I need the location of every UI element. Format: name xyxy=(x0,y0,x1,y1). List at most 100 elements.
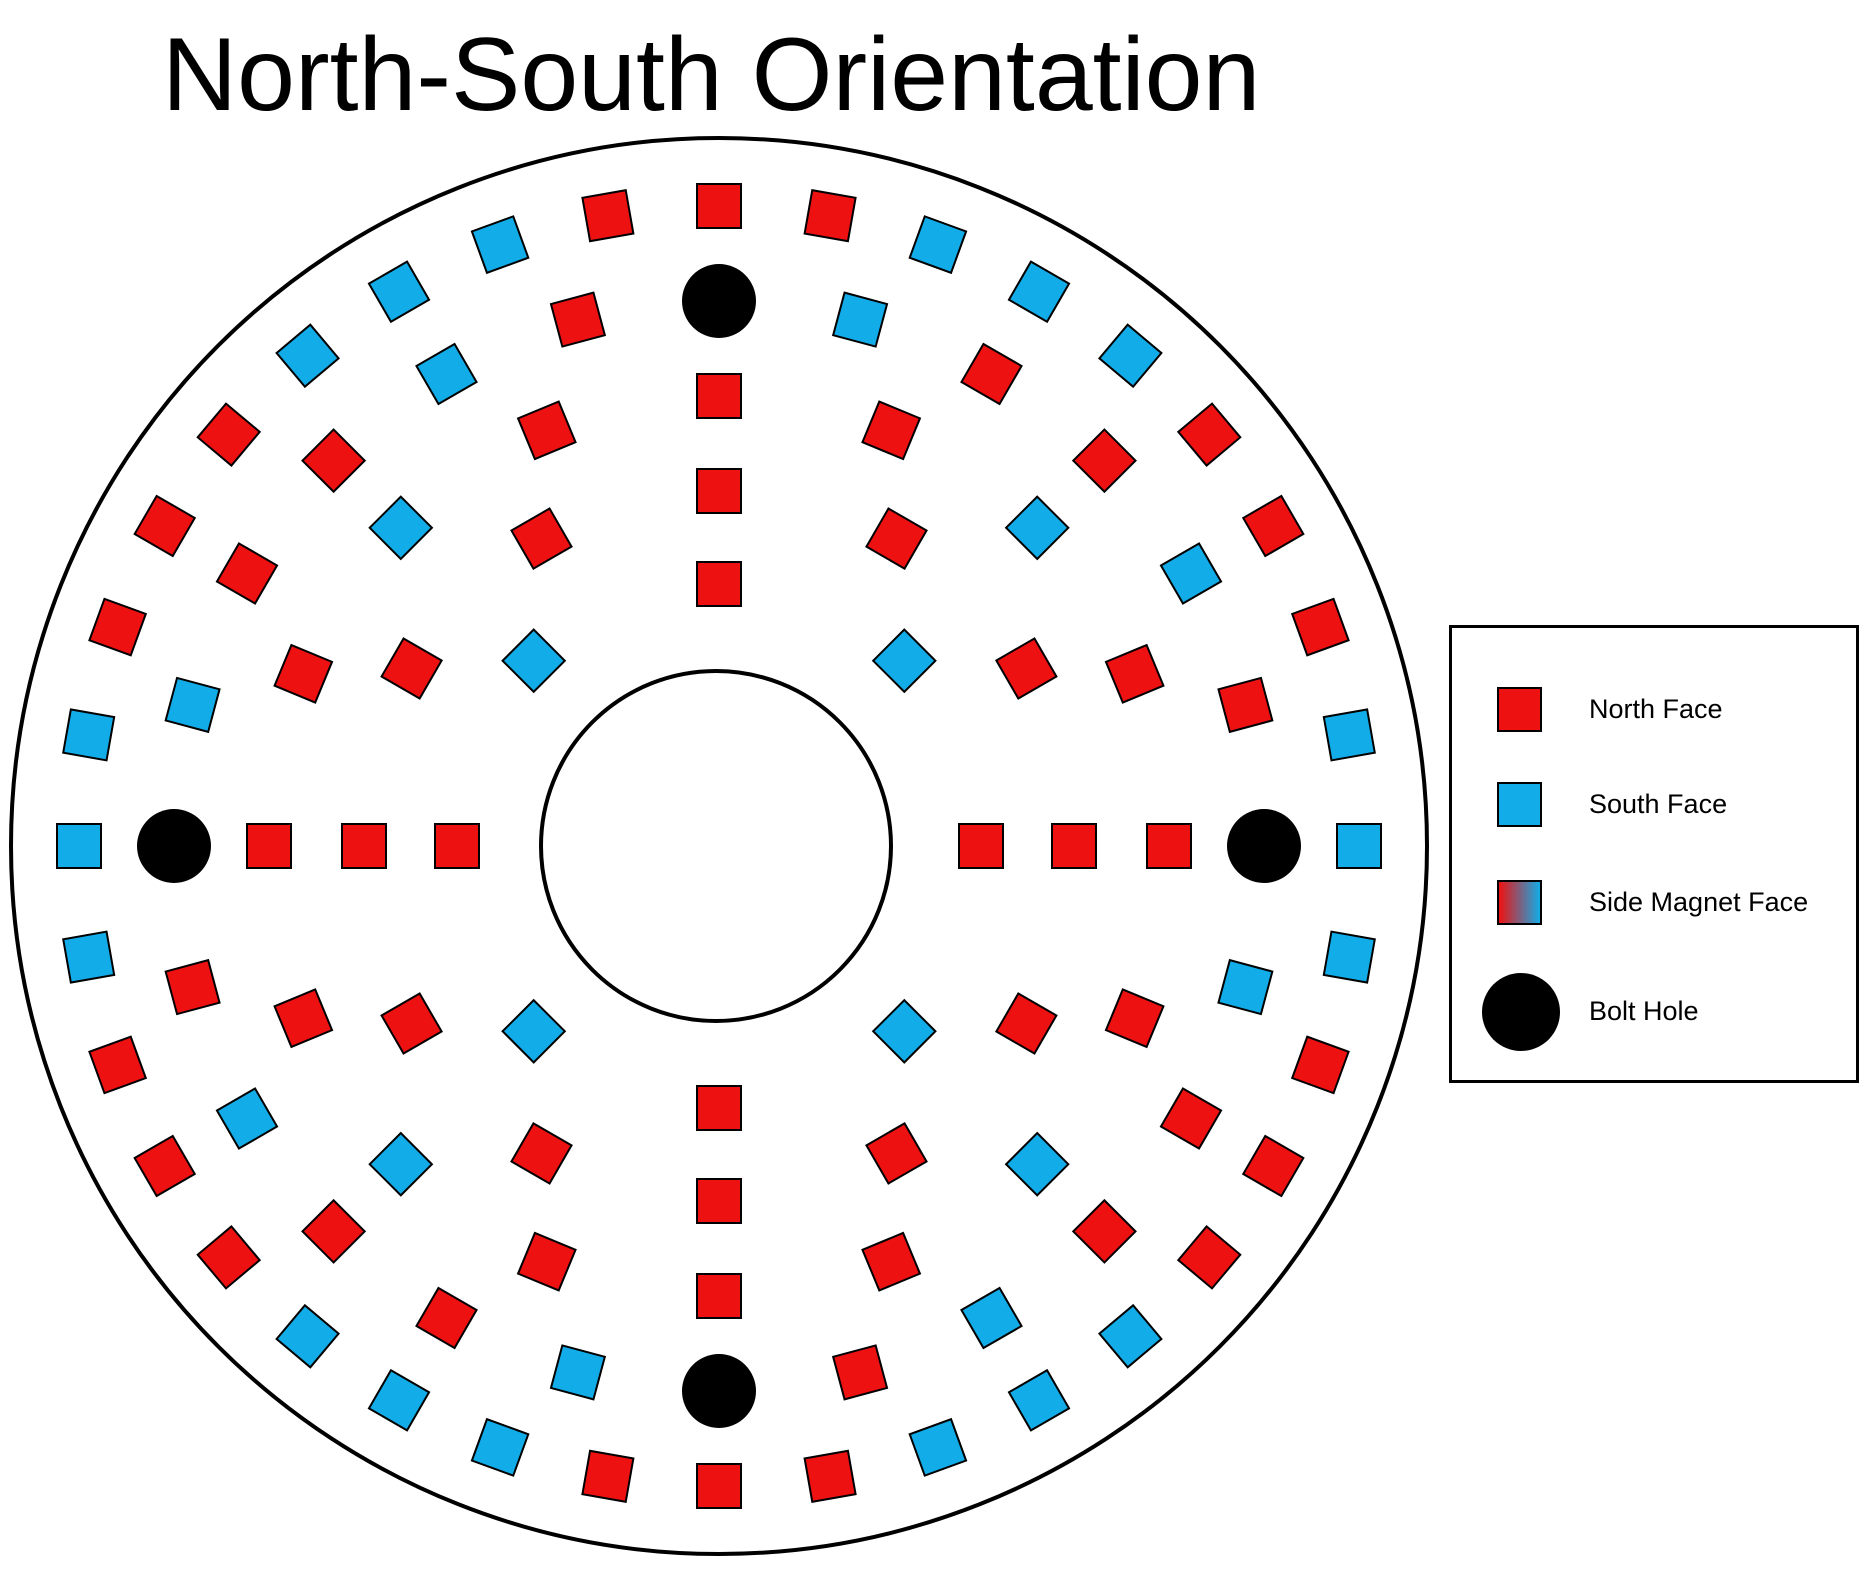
north-face-magnet xyxy=(803,189,857,243)
north-face-magnet xyxy=(380,992,444,1055)
north-face-magnet xyxy=(581,189,635,243)
legend-label: South Face xyxy=(1589,789,1728,819)
south-face-magnet xyxy=(275,323,341,389)
north-face-magnet xyxy=(1241,494,1305,558)
page-title: North-South Orientation xyxy=(162,17,1261,133)
north-face-magnet xyxy=(273,988,334,1049)
north-face-magnet xyxy=(696,561,742,607)
south-face-magnet xyxy=(908,215,968,275)
north-face-magnet xyxy=(1241,1134,1305,1198)
north-face-magnet xyxy=(1071,428,1137,494)
north-face-magnet xyxy=(301,428,367,494)
south-face-magnet xyxy=(908,1417,968,1477)
south-face-magnet xyxy=(367,1368,431,1432)
north-face-magnet xyxy=(88,1035,148,1095)
north-face-magnet xyxy=(1104,643,1165,704)
north-face-magnet xyxy=(1071,1198,1137,1264)
north-face-magnet xyxy=(581,1449,635,1503)
north-face-magnet xyxy=(516,1231,577,1292)
legend-item-side: Side Magnet Face xyxy=(1452,873,1856,953)
south-face-magnet xyxy=(470,1417,530,1477)
legend-item-south: South Face xyxy=(1452,775,1856,855)
legend-label: Side Magnet Face xyxy=(1589,887,1809,917)
north-face-magnet xyxy=(696,1085,742,1131)
north-face-magnet xyxy=(696,373,742,419)
south-face-magnet xyxy=(367,260,431,324)
south-face-magnet xyxy=(960,1286,1023,1350)
north-face-magnet xyxy=(1176,1224,1242,1290)
north-face-magnet xyxy=(510,507,573,571)
legend: North Face South Face Side Magnet Face B… xyxy=(1449,625,1859,1083)
side-magnet-face-swatch-icon xyxy=(1497,880,1542,925)
north-face-magnet xyxy=(273,643,334,704)
north-face-magnet xyxy=(803,1449,857,1503)
north-face-magnet xyxy=(1146,823,1192,869)
north-face-magnet xyxy=(696,468,742,514)
bolt-hole xyxy=(1227,809,1301,883)
south-face-magnet xyxy=(1159,542,1223,605)
south-face-magnet xyxy=(62,708,116,762)
north-face-magnet xyxy=(196,1224,262,1290)
south-face-magnet xyxy=(871,628,937,694)
north-face-magnet xyxy=(1159,1087,1223,1150)
north-face-magnet xyxy=(88,597,148,657)
legend-item-bolt: Bolt Hole xyxy=(1452,973,1856,1053)
north-face-magnet xyxy=(865,1121,928,1185)
north-face-magnet xyxy=(196,402,262,468)
north-face-magnet xyxy=(994,992,1058,1055)
north-face-magnet xyxy=(831,1344,889,1401)
north-face-magnet xyxy=(1290,597,1350,657)
south-face-magnet xyxy=(1004,1131,1070,1197)
south-face-magnet xyxy=(1217,958,1274,1016)
north-face-magnet xyxy=(696,1178,742,1224)
north-face-magnet xyxy=(415,1286,478,1350)
south-face-magnet xyxy=(501,998,567,1064)
south-face-magnet xyxy=(1004,495,1070,561)
north-face-magnet xyxy=(246,823,292,869)
south-face-magnet xyxy=(368,1131,434,1197)
south-face-magnet xyxy=(215,1087,279,1150)
north-face-magnet xyxy=(696,1463,742,1509)
north-face-magnet xyxy=(549,291,607,348)
north-face-magnet xyxy=(133,494,197,558)
north-face-magnet xyxy=(696,1273,742,1319)
north-face-magnet xyxy=(861,400,922,461)
south-face-magnet xyxy=(470,215,530,275)
south-face-magnet xyxy=(831,291,889,348)
south-face-magnet xyxy=(1007,1368,1071,1432)
north-face-magnet xyxy=(380,637,444,700)
north-face-magnet xyxy=(164,958,221,1016)
north-face-magnet xyxy=(1217,676,1274,734)
south-face-swatch-icon xyxy=(1497,782,1542,827)
north-face-magnet xyxy=(958,823,1004,869)
legend-label: Bolt Hole xyxy=(1589,996,1699,1026)
bolt-hole-group xyxy=(137,264,1301,1428)
north-face-magnet xyxy=(510,1121,573,1185)
north-face-magnet xyxy=(301,1198,367,1264)
south-face-magnet xyxy=(1097,1303,1163,1369)
north-face-magnet xyxy=(1176,402,1242,468)
north-face-magnet xyxy=(865,507,928,571)
south-face-magnet xyxy=(415,342,478,406)
legend-label: North Face xyxy=(1589,694,1723,724)
south-face-magnet xyxy=(501,628,567,694)
south-face-magnet xyxy=(549,1344,607,1401)
south-face-magnet xyxy=(1097,323,1163,389)
north-face-magnet xyxy=(1051,823,1097,869)
north-face-magnet xyxy=(960,342,1023,406)
south-face-magnet xyxy=(1007,260,1071,324)
bolt-hole-swatch-icon xyxy=(1482,973,1560,1051)
north-face-magnet xyxy=(1290,1035,1350,1095)
south-face-magnet xyxy=(56,823,102,869)
north-face-magnet xyxy=(133,1134,197,1198)
north-face-swatch-icon xyxy=(1497,687,1542,732)
south-face-magnet xyxy=(1322,930,1376,984)
north-face-magnet xyxy=(434,823,480,869)
north-face-magnet xyxy=(696,183,742,229)
magnet-layout-diagram xyxy=(9,136,1429,1556)
north-face-magnet xyxy=(1104,988,1165,1049)
legend-item-north: North Face xyxy=(1452,680,1856,760)
south-face-magnet xyxy=(1322,708,1376,762)
south-face-magnet xyxy=(62,930,116,984)
bolt-hole xyxy=(682,264,756,338)
